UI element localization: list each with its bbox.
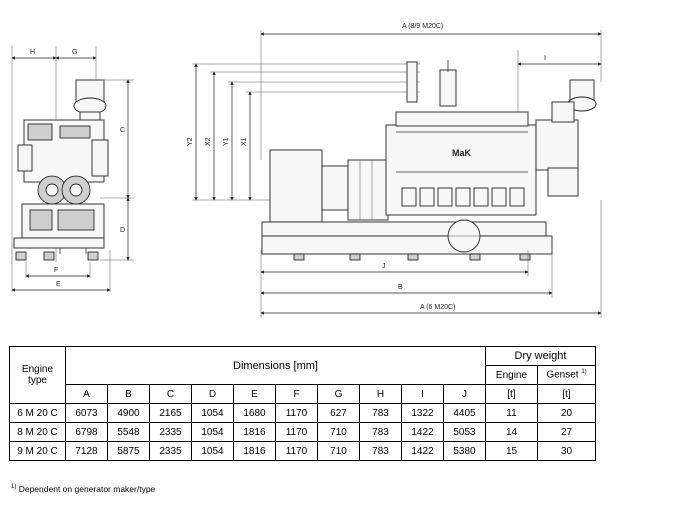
table-row: 6 M 20 C 6073 4900 2165 1054 1680 1170 6…: [9, 403, 596, 423]
value-cell: 783: [359, 441, 402, 461]
footnote: 1) Dependent on generator maker/type: [11, 484, 155, 494]
dim-label-b: B: [398, 284, 403, 291]
value-cell: 7128: [65, 441, 108, 461]
brand-logo: MaK: [452, 148, 472, 158]
dim-label-j: J: [382, 263, 386, 270]
dim-label-d: D: [120, 227, 125, 234]
dimensions-header: Dimensions [mm]: [65, 346, 486, 385]
dry-weight-header: Dry weight: [485, 346, 596, 366]
value-cell: 5380: [443, 441, 486, 461]
unit-cell: [t]: [537, 384, 596, 404]
footnote-mark: 1): [11, 484, 17, 491]
value-cell: 2335: [149, 422, 192, 442]
table-row: 9 M 20 C 7128 5875 2335 1054 1816 1170 7…: [9, 441, 596, 461]
dim-label-f: F: [54, 267, 58, 274]
value-cell: 4900: [107, 403, 150, 423]
column-header: C: [149, 384, 192, 404]
dim-label-y2: Y2: [187, 137, 194, 146]
value-cell: 1170: [275, 403, 318, 423]
engine-type-cell: 6 M 20 C: [9, 403, 66, 423]
engine-type-header: Engine type: [9, 346, 66, 404]
value-cell: 2165: [149, 403, 192, 423]
value-cell: 783: [359, 422, 402, 442]
value-cell: 6073: [65, 403, 108, 423]
value-cell: 6798: [65, 422, 108, 442]
genset-weight-header: Genset 1): [537, 365, 596, 385]
engine-type-header-line1: Engine: [21, 364, 54, 375]
value-cell: 1816: [233, 422, 276, 442]
column-header: H: [359, 384, 402, 404]
column-header: J: [443, 384, 486, 404]
column-header: I: [401, 384, 444, 404]
end-view: H G C D: [11, 46, 134, 292]
dim-label-h: H: [30, 49, 35, 56]
engine-type-cell: 8 M 20 C: [9, 422, 66, 442]
dimensions-table: Engine type Dimensions [mm] Dry weight E…: [9, 346, 596, 461]
dim-label-c: C: [120, 127, 125, 134]
technical-drawing: H G C D: [11, 23, 602, 318]
value-cell: 1422: [401, 422, 444, 442]
value-cell: 710: [317, 422, 360, 442]
value-cell: 1422: [401, 441, 444, 461]
value-cell: 2335: [149, 441, 192, 461]
engine-weight-header: Engine: [485, 365, 538, 385]
engine-type-cell: 9 M 20 C: [9, 441, 66, 461]
dim-label-a-89: A (8/9 M20C): [402, 23, 443, 30]
dim-label-x1: X1: [241, 137, 248, 146]
column-header: D: [191, 384, 234, 404]
value-cell: 5053: [443, 422, 486, 442]
dim-label-e: E: [56, 281, 61, 288]
value-cell: 1680: [233, 403, 276, 423]
dim-label-i: I: [544, 55, 546, 62]
column-header: A: [65, 384, 108, 404]
genset-note-mark: 1): [581, 369, 587, 376]
column-header: E: [233, 384, 276, 404]
value-cell: 5548: [107, 422, 150, 442]
column-header: G: [317, 384, 360, 404]
dim-label-a-6: A (6 M20C): [420, 304, 455, 311]
engine-weight-cell: 15: [485, 441, 538, 461]
column-header: B: [107, 384, 150, 404]
value-cell: 1322: [401, 403, 444, 423]
engine-weight-cell: 14: [485, 422, 538, 442]
genset-weight-cell: 30: [537, 441, 596, 461]
value-cell: 627: [317, 403, 360, 423]
engine-type-header-line2: type: [28, 375, 47, 386]
side-view: A (8/9 M20C) I Y2 X2 Y1 X1 MaK: [187, 23, 602, 318]
value-cell: 1816: [233, 441, 276, 461]
table-row: 8 M 20 C 6798 5548 2335 1054 1816 1170 7…: [9, 422, 596, 442]
value-cell: 1054: [191, 441, 234, 461]
column-header: F: [275, 384, 318, 404]
genset-weight-cell: 27: [537, 422, 596, 442]
dim-label-y1: Y1: [223, 137, 230, 146]
dim-label-x2: X2: [205, 137, 212, 146]
unit-cell: [t]: [485, 384, 538, 404]
footnote-text: Dependent on generator maker/type: [18, 484, 156, 494]
value-cell: 1170: [275, 441, 318, 461]
value-cell: 5875: [107, 441, 150, 461]
value-cell: 1054: [191, 403, 234, 423]
value-cell: 1054: [191, 422, 234, 442]
genset-weight-cell: 20: [537, 403, 596, 423]
engine-weight-cell: 11: [485, 403, 538, 423]
genset-label: Genset: [546, 369, 579, 381]
value-cell: 1170: [275, 422, 318, 442]
value-cell: 4405: [443, 403, 486, 423]
value-cell: 710: [317, 441, 360, 461]
dim-label-g: G: [72, 49, 77, 56]
value-cell: 783: [359, 403, 402, 423]
